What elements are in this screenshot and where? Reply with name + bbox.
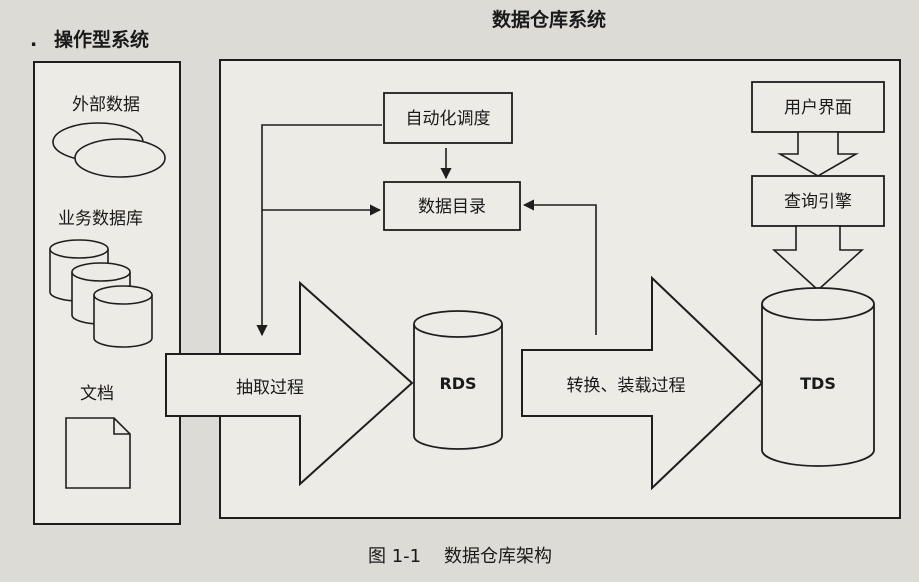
documents-label: 文档 (80, 384, 114, 404)
extract-process-label: 抽取过程 (236, 378, 304, 398)
tds-cylinder (761, 287, 875, 467)
left-panel-title: 操作型系统 (54, 28, 149, 51)
tds-label: TDS (800, 374, 836, 393)
business-db-label: 业务数据库 (58, 209, 143, 229)
transform-to-catalog-arrow (522, 199, 597, 335)
external-data-label: 外部数据 (72, 95, 140, 115)
schedule-to-extract-arrow (256, 124, 382, 337)
database-cylinder-3 (93, 285, 153, 348)
query-engine-label: 查询引擎 (784, 192, 852, 212)
query-engine-box (751, 175, 885, 227)
data-catalog-label: 数据目录 (418, 197, 486, 217)
figure-caption: 图 1-1 数据仓库架构 (368, 546, 552, 567)
right-panel-title: 数据仓库系统 (492, 8, 606, 31)
transform-load-arrow (521, 275, 764, 491)
transform-load-label: 转换、装载过程 (567, 376, 686, 396)
user-interface-box (751, 81, 885, 133)
rds-label: RDS (439, 374, 476, 393)
ui-to-query-arrow (777, 131, 859, 177)
document-icon (65, 417, 131, 489)
extract-process-arrow (165, 280, 414, 487)
auto-schedule-label: 自动化调度 (406, 109, 491, 129)
rds-cylinder (413, 310, 503, 450)
data-catalog-box (383, 181, 521, 231)
auto-schedule-box (383, 92, 513, 144)
query-to-tds-arrow (771, 225, 865, 292)
user-interface-label: 用户界面 (784, 98, 852, 118)
left-panel-bullet: . (30, 29, 37, 51)
external-data-ellipse-front (74, 138, 166, 178)
